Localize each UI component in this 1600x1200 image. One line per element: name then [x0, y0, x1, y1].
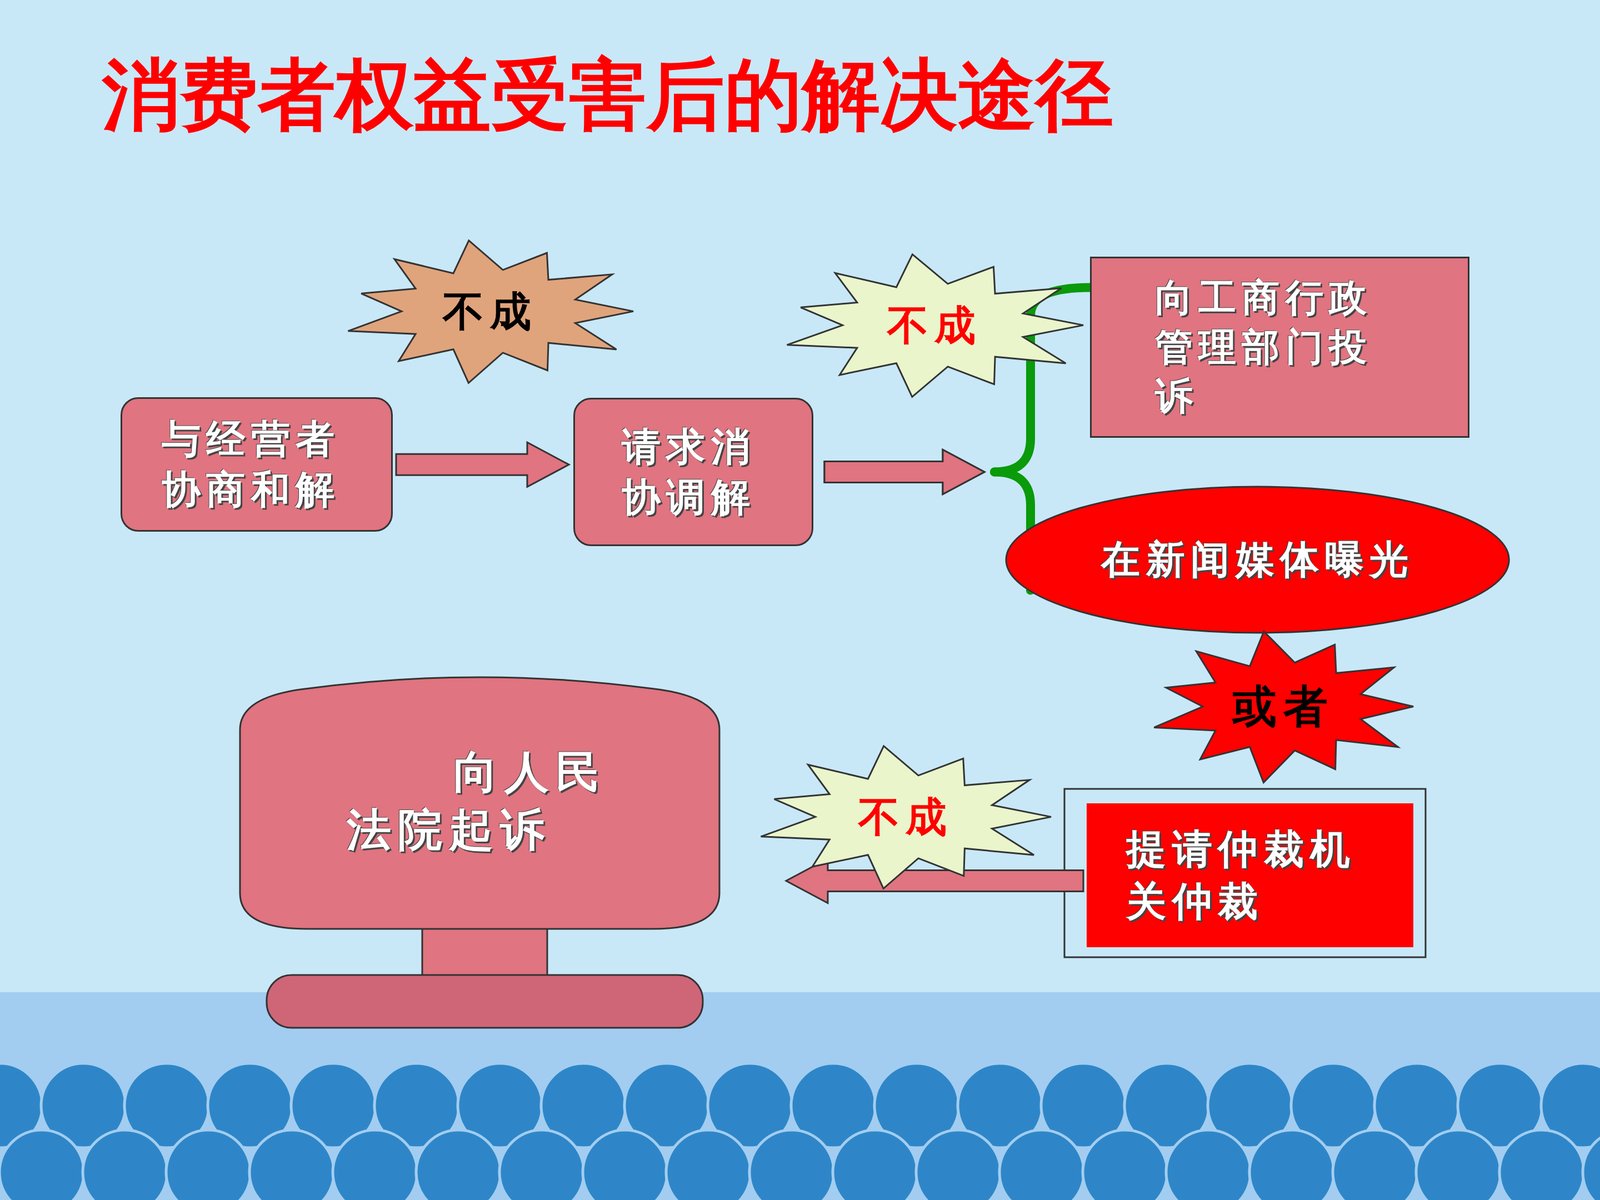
ellipse-box: 在新闻媒体曝光	[1006, 486, 1509, 633]
wave	[749, 1130, 834, 1200]
fat-arrow	[396, 442, 569, 487]
node-text: 不成	[887, 298, 982, 352]
process-box: 向工商行政管理部门投诉	[1090, 256, 1470, 438]
wave	[1332, 1130, 1418, 1200]
burst-label: 不成	[786, 257, 1084, 393]
monitor-base	[266, 975, 703, 1028]
title: 消费者权益受害后的解决途径	[102, 43, 1114, 149]
wave	[416, 1130, 501, 1200]
frame	[1064, 788, 1426, 958]
wave	[582, 1130, 668, 1200]
node-text: 请求消协调解	[621, 421, 766, 523]
burst-label: 不成	[347, 243, 634, 379]
wave	[166, 1130, 251, 1200]
fat-arrow	[824, 450, 985, 495]
connector	[824, 450, 1031, 591]
wave	[916, 1130, 1001, 1200]
node-text: 不成	[858, 790, 953, 844]
wave	[1166, 1130, 1251, 1200]
node-text: 或者	[1232, 677, 1335, 736]
wave	[1249, 1130, 1334, 1200]
burst-label: 或者	[1153, 635, 1414, 779]
node-text: 在新闻媒体曝光	[1101, 534, 1415, 585]
burst-outline	[348, 240, 634, 383]
wave	[1082, 1130, 1168, 1200]
node-text: 向人民法院起诉	[346, 743, 614, 859]
wave	[666, 1130, 751, 1200]
node-text: 不成	[442, 284, 538, 338]
fat-arrow	[824, 450, 985, 495]
process-box: 与经营者协商和解	[120, 397, 393, 532]
monitor-box: 向人民法院起诉	[240, 673, 720, 929]
wave	[1582, 1130, 1600, 1200]
connector	[396, 442, 569, 487]
process-box: 请求消协调解	[573, 397, 814, 547]
wave	[999, 1130, 1084, 1200]
burst-label: 不成	[760, 749, 1052, 885]
wave	[249, 1130, 334, 1200]
wave	[1416, 1130, 1501, 1200]
burst-outline	[787, 254, 1084, 397]
node-text: 提请仲裁机关仲裁	[1126, 823, 1374, 928]
burst-outline	[1153, 631, 1414, 783]
wave	[832, 1130, 918, 1200]
wave	[332, 1130, 418, 1200]
wave	[1499, 1130, 1584, 1200]
wave	[0, 1130, 84, 1200]
process-box: 提请仲裁机关仲裁	[1086, 803, 1414, 948]
monitor-neck	[422, 926, 548, 978]
node-text: 向工商行政管理部门投诉	[1155, 273, 1405, 421]
monitor-shape	[240, 673, 720, 929]
waves	[0, 1063, 1600, 1200]
ellipse-outline	[1006, 486, 1509, 633]
node-text: 与经营者协商和解	[161, 413, 353, 515]
wave	[499, 1130, 584, 1200]
monitor-outline	[240, 677, 720, 929]
wave	[82, 1130, 168, 1200]
burst-outline	[761, 746, 1052, 889]
